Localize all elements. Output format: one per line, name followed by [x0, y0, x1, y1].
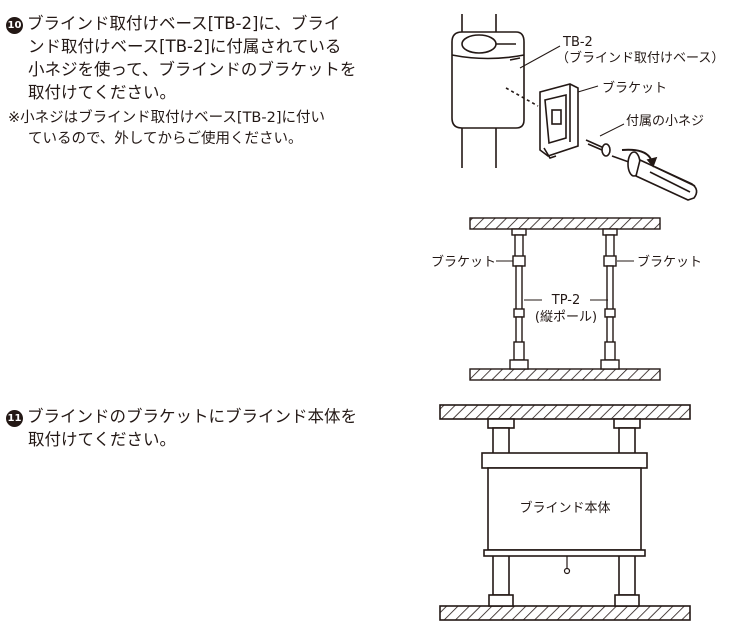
floor [469, 368, 661, 381]
step-10-note: ※小ネジはブラインド取付けベース[TB-2]に付い ているので、外してからご使用… [8, 108, 388, 150]
pole-left [509, 228, 529, 370]
arrow-head-icon [646, 156, 658, 168]
bracket [539, 83, 579, 159]
blind-body [481, 452, 648, 575]
floor [439, 605, 691, 621]
label-bracket-left: ブラケット [431, 254, 496, 270]
label-tp2-code: TP-2 [551, 293, 580, 308]
label-blind-body: ブラインド本体 [519, 500, 610, 516]
label-bracket-right: ブラケット [637, 254, 702, 270]
pole-left [487, 418, 515, 607]
step-number-badge: 10 [6, 17, 23, 34]
figure-3-blind-installed [439, 404, 691, 621]
leader-lines [519, 45, 625, 137]
figure-1-bracket-mounting [451, 14, 698, 201]
screw-guide-line [505, 87, 539, 107]
step-11-text-2: 取付けてください。 [28, 430, 177, 449]
step-10-text-1: ブラインド取付けベース[TB-2]に、ブライ [27, 14, 341, 33]
step-10-text-4: 取付けてください。 [28, 83, 177, 102]
screwdriver-icon [611, 151, 698, 201]
screw [585, 139, 611, 157]
leader-lines [496, 260, 634, 301]
pole-right [613, 418, 641, 607]
figure-2-poles [469, 217, 661, 381]
step-10-text-3: 小ネジを使って、ブラインドのブラケットを [28, 60, 357, 79]
label-bracket: ブラケット [602, 80, 667, 96]
pole-right [600, 228, 620, 370]
ceiling [469, 217, 661, 230]
ceiling [439, 404, 691, 420]
note-line-2: ているので、外してからご使用ください。 [28, 131, 303, 147]
label-tb2-code: TB-2 [562, 35, 593, 50]
label-screw: 付属の小ネジ [626, 114, 704, 129]
step-10-text-2: ンド取付けベース[TB-2]に付属されている [28, 37, 342, 56]
label-tp2-name: (縦ポール) [535, 310, 597, 325]
step-11-text-1: ブラインドのブラケットにブラインド本体を [27, 407, 357, 426]
label-tb2-name: （ブラインド取付けベース） [556, 50, 724, 66]
tb2-base [451, 31, 525, 129]
step-number-badge: 11 [6, 410, 23, 427]
note-line-1: ※小ネジはブラインド取付けベース[TB-2]に付い [8, 110, 325, 126]
